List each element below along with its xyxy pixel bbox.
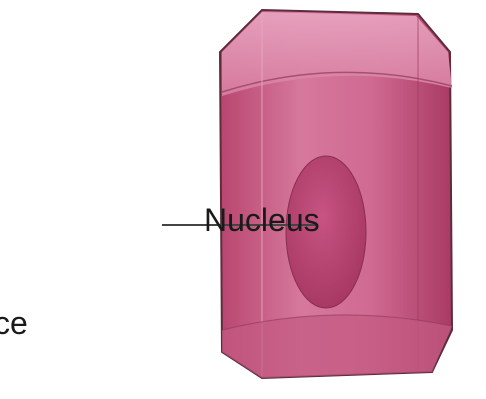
cut-off-label: ce (0, 303, 28, 343)
nucleus-label: Nucleus (204, 200, 320, 240)
cell-bottom-face (222, 315, 452, 378)
